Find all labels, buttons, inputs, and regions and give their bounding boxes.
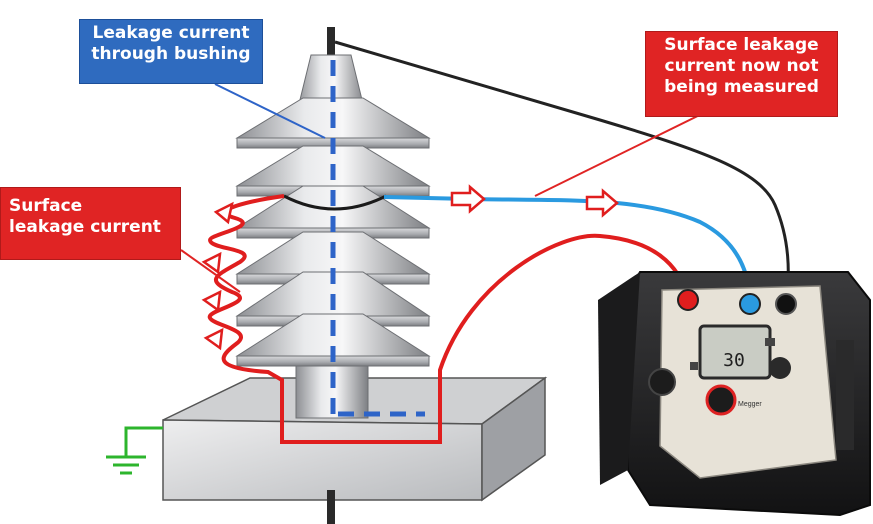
surface-callout-pointer	[180, 249, 241, 293]
callout-surface-leakage: Surface leakage current	[0, 187, 181, 260]
brand-label: Megger	[738, 401, 762, 408]
callout-line: Surface	[9, 196, 83, 216]
callout-line: current now not	[664, 56, 819, 76]
callout-line: Surface leakage	[664, 35, 819, 55]
callout-line: Leakage current	[92, 23, 250, 43]
bushing-leakage-path	[330, 60, 425, 417]
conductor-rod	[327, 27, 335, 524]
ground-symbol-icon	[106, 426, 163, 475]
callout-bushing-leakage: Leakage current through bushing	[79, 19, 263, 84]
bushing-callout-pointer	[214, 83, 326, 139]
not-measured-callout-pointer	[534, 104, 721, 197]
arrow-right-icon	[450, 184, 619, 218]
surface-leakage-path	[207, 194, 690, 444]
guard-lead-blue	[383, 195, 752, 299]
guard-ring	[283, 194, 387, 211]
surface-leakage-arrows	[201, 201, 234, 351]
callout-surface-not-measured: Surface leakage current now not being me…	[645, 31, 838, 117]
callout-line: leakage current	[9, 217, 161, 237]
insulation-tester-icon: 30 Megger	[598, 271, 871, 517]
callout-line: being measured	[664, 77, 819, 97]
display-reading: 30	[723, 350, 745, 371]
callout-line: through bushing	[91, 44, 251, 64]
